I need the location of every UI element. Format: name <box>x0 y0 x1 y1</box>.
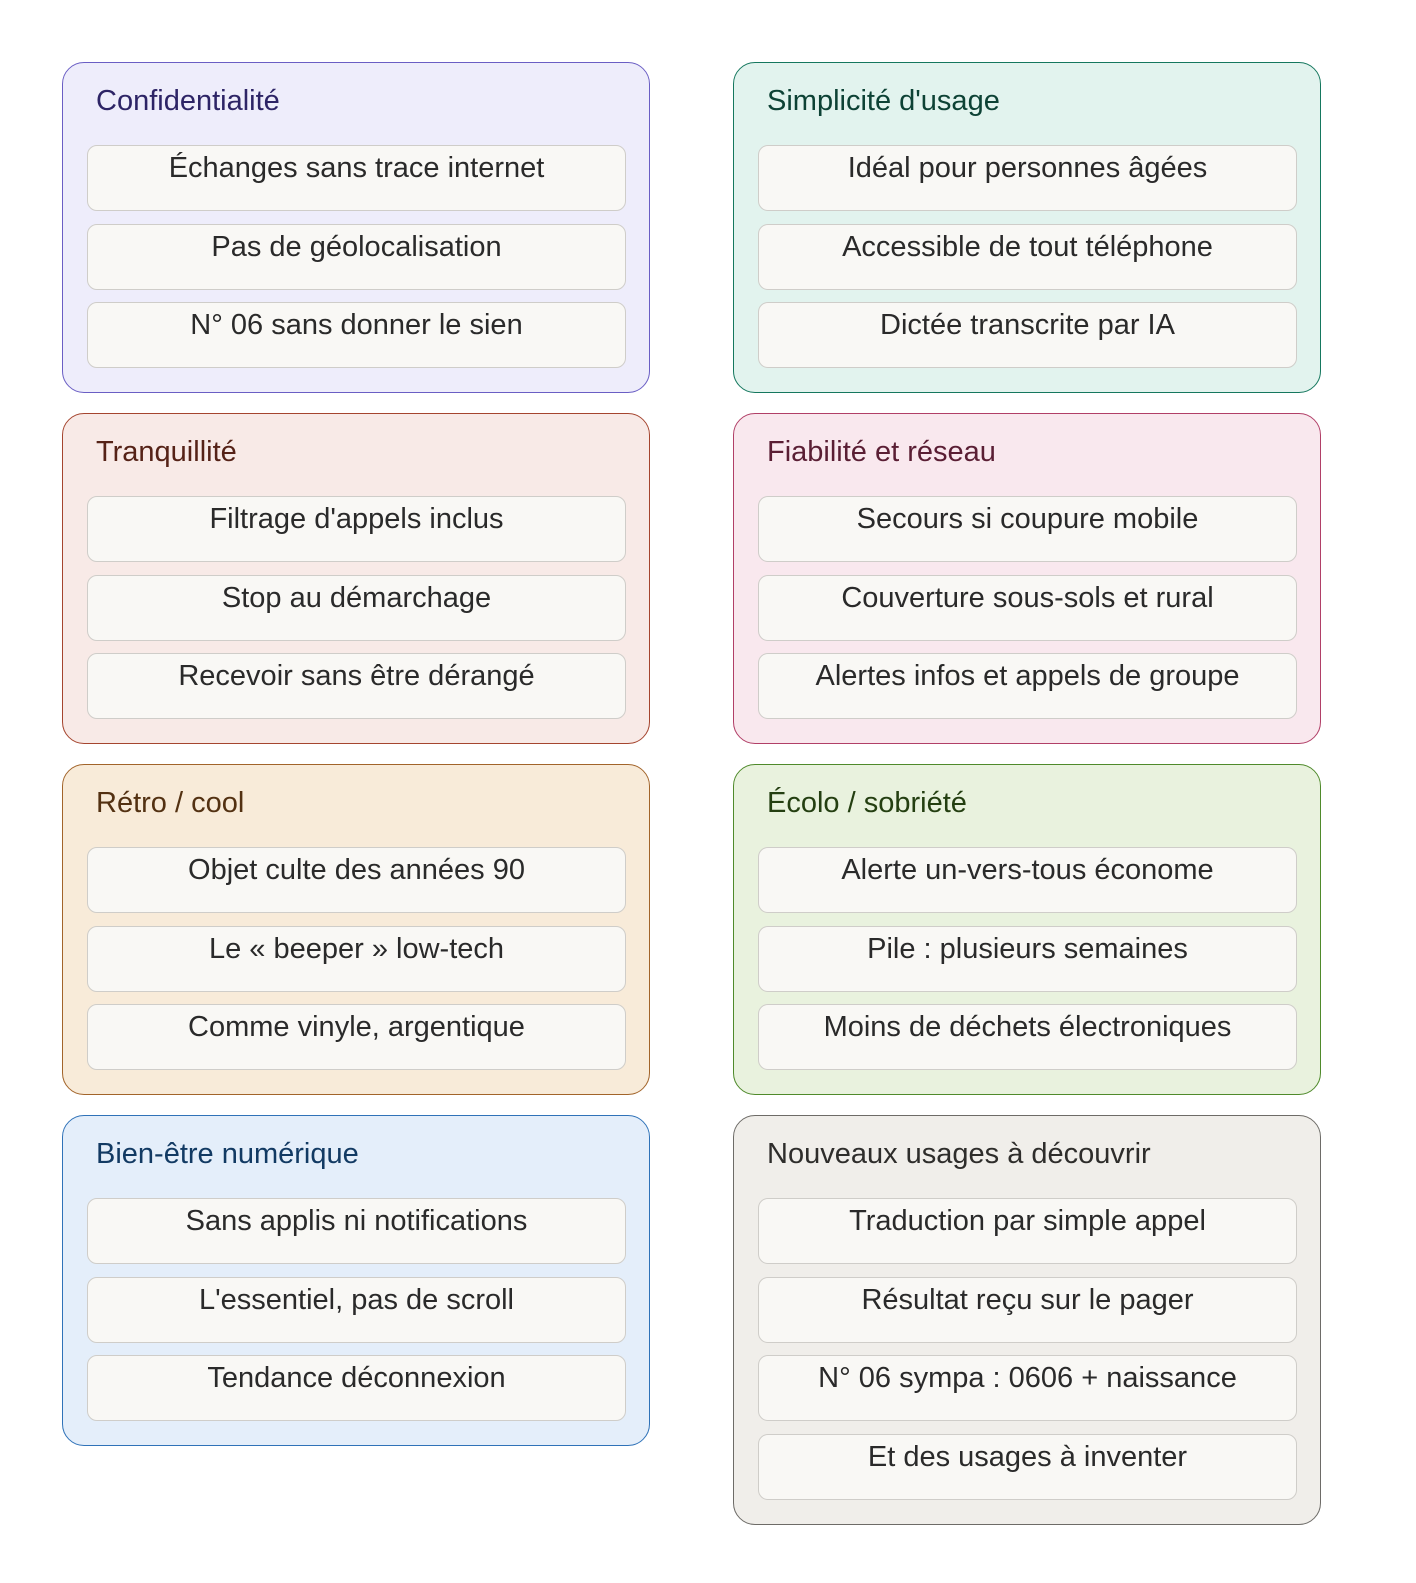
benefit-item: Dictée transcrite par IA <box>758 302 1297 368</box>
benefit-item: L'essentiel, pas de scroll <box>87 1276 626 1343</box>
benefit-item-label: Alertes infos et appels de groupe <box>815 660 1240 692</box>
group-title: Simplicité d'usage <box>767 85 1000 117</box>
benefit-item-label: Couverture sous-sols et rural <box>841 581 1214 614</box>
group-title: Tranquillité <box>96 436 237 468</box>
benefit-item-label: Échanges sans trace internet <box>168 152 545 184</box>
benefit-item: Et des usages à inventer <box>758 1433 1297 1500</box>
benefit-item: Pas de géolocalisation <box>87 223 626 290</box>
benefit-item: Tendance déconnexion <box>87 1355 626 1421</box>
benefit-item-label: Accessible de tout téléphone <box>842 230 1213 263</box>
benefit-item-label: Tendance déconnexion <box>207 1362 506 1394</box>
benefit-item: Traduction par simple appel <box>758 1198 1297 1264</box>
benefit-item-label: Secours si coupure mobile <box>856 503 1199 535</box>
benefit-item: Idéal pour personnes âgées <box>758 145 1297 211</box>
group-title: Nouveaux usages à découvrir <box>767 1138 1151 1170</box>
group-title: Écolo / sobriété <box>767 787 967 819</box>
benefit-item-label: Objet culte des années 90 <box>188 854 525 886</box>
benefit-item-label: Sans applis ni notifications <box>185 1205 528 1237</box>
benefit-item-label: Stop au démarchage <box>221 581 492 614</box>
benefit-item: Alerte un-vers-tous économe <box>758 847 1297 913</box>
group-title: Rétro / cool <box>96 787 245 819</box>
benefit-item-label: N° 06 sympa : 0606 + naissance <box>818 1362 1237 1394</box>
benefit-item: N° 06 sympa : 0606 + naissance <box>758 1355 1297 1421</box>
benefit-item: Comme vinyle, argentique <box>87 1004 626 1070</box>
benefit-item-label: Et des usages à inventer <box>867 1440 1188 1473</box>
group-title: Bien-être numérique <box>96 1138 359 1170</box>
benefit-item-label: Alerte un-vers-tous économe <box>841 854 1214 886</box>
benefit-item: Objet culte des années 90 <box>87 847 626 913</box>
group-title: Confidentialité <box>96 85 280 117</box>
benefit-item-label: L'essentiel, pas de scroll <box>198 1283 515 1316</box>
benefit-item: Recevoir sans être dérangé <box>87 653 626 719</box>
benefit-item: N° 06 sans donner le sien <box>87 302 626 368</box>
group-title: Fiabilité et réseau <box>767 436 996 468</box>
benefit-item: Résultat reçu sur le pager <box>758 1276 1297 1343</box>
benefit-item-label: Filtrage d'appels inclus <box>209 503 504 535</box>
benefit-item-label: Pas de géolocalisation <box>211 230 502 263</box>
benefit-item: Secours si coupure mobile <box>758 496 1297 562</box>
benefit-item-label: Dictée transcrite par IA <box>880 309 1175 341</box>
benefit-item-label: Comme vinyle, argentique <box>188 1011 525 1043</box>
benefit-item: Le « beeper » low-tech <box>87 925 626 992</box>
benefit-item: Accessible de tout téléphone <box>758 223 1297 290</box>
benefit-item: Alertes infos et appels de groupe <box>758 653 1297 719</box>
benefit-item: Sans applis ni notifications <box>87 1198 626 1264</box>
benefit-item: Stop au démarchage <box>87 574 626 641</box>
benefit-item-label: Résultat reçu sur le pager <box>861 1283 1194 1316</box>
benefit-item: Couverture sous-sols et rural <box>758 574 1297 641</box>
benefit-item-label: Pile : plusieurs semaines <box>867 932 1188 965</box>
benefit-item-label: Idéal pour personnes âgées <box>847 152 1208 184</box>
benefit-item-label: Recevoir sans être dérangé <box>178 660 535 692</box>
benefit-item-label: N° 06 sans donner le sien <box>190 309 523 341</box>
benefit-item: Filtrage d'appels inclus <box>87 496 626 562</box>
benefit-item: Moins de déchets électroniques <box>758 1004 1297 1070</box>
benefit-item-label: Traduction par simple appel <box>849 1205 1206 1237</box>
benefit-item: Échanges sans trace internet <box>87 145 626 211</box>
benefit-item: Pile : plusieurs semaines <box>758 925 1297 992</box>
benefit-item-label: Le « beeper » low-tech <box>208 932 505 965</box>
benefit-item-label: Moins de déchets électroniques <box>823 1011 1232 1043</box>
